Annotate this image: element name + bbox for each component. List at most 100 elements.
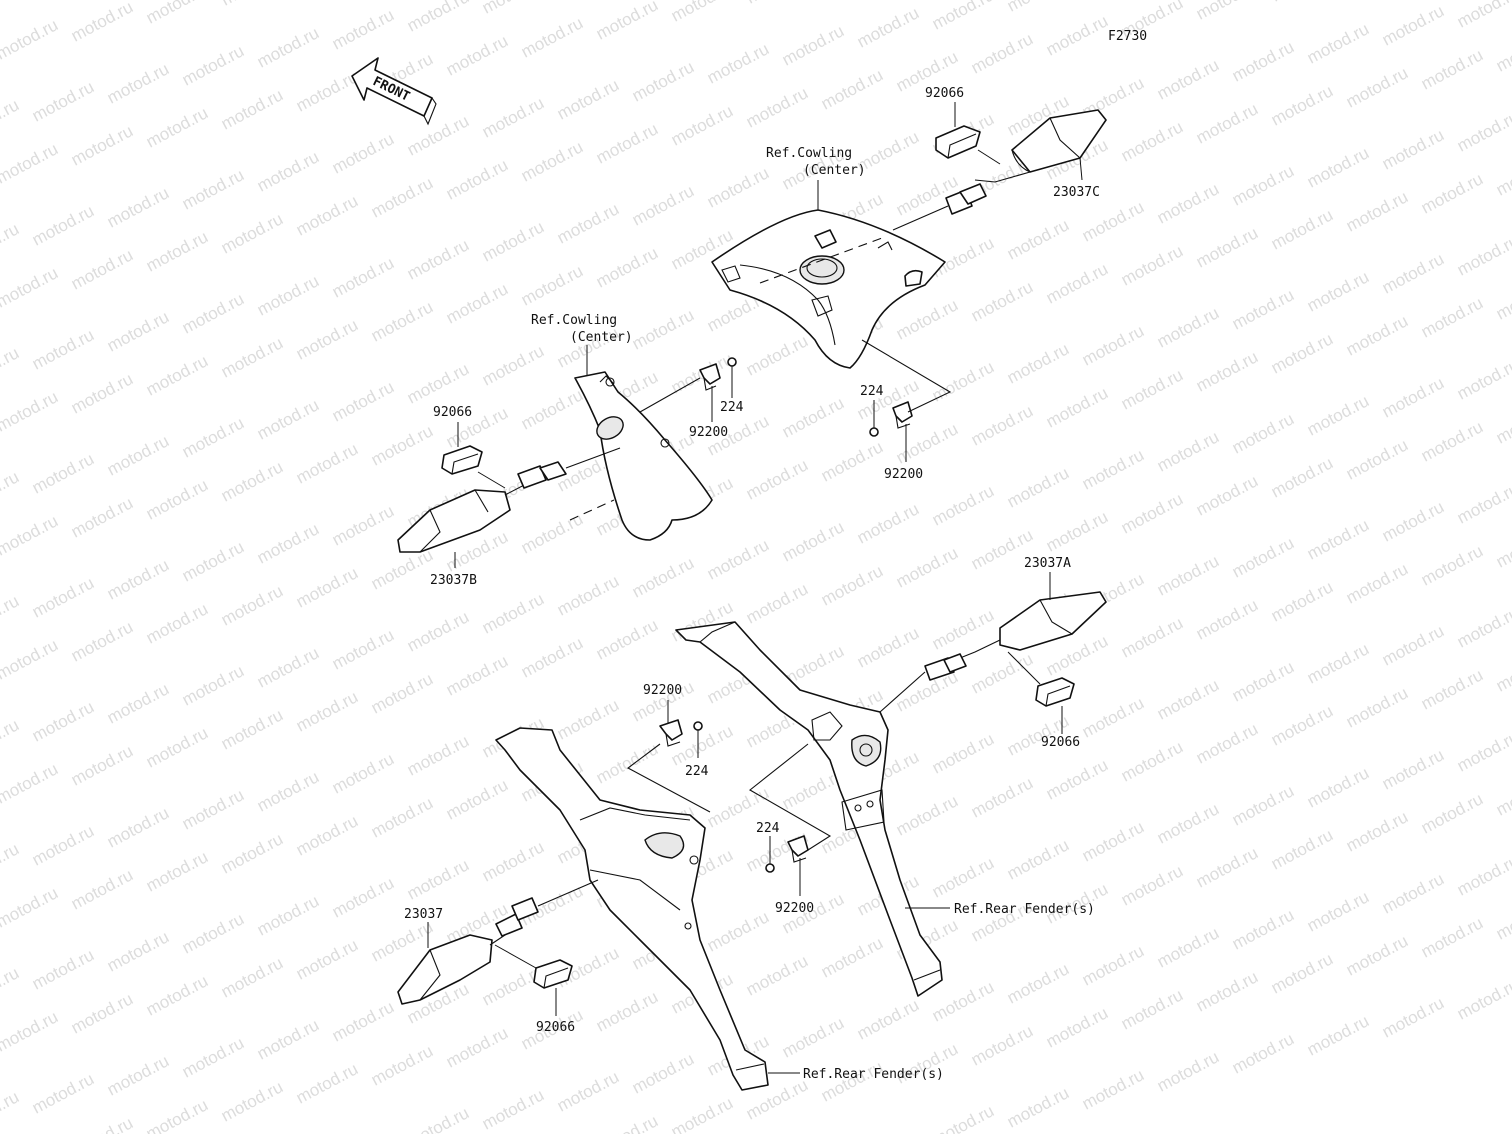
callout-23037B: 23037B <box>430 573 477 588</box>
watermark-text: motod.ru <box>0 343 22 391</box>
watermark-text: motod.ru <box>1268 329 1336 377</box>
turn-signal-23037C <box>945 109 1107 215</box>
watermark-text: motod.ru <box>1229 1029 1297 1077</box>
watermark-text: motod.ru <box>368 173 436 221</box>
watermark-text: motod.ru <box>593 243 661 291</box>
watermark-text: motod.ru <box>1043 11 1111 59</box>
watermark-text: motod.ru <box>1229 161 1297 209</box>
clip-92200-mid-left <box>699 363 721 391</box>
cowling-center-left <box>574 371 713 541</box>
watermark-text: motod.ru <box>104 431 172 479</box>
watermark-text: motod.ru <box>1268 949 1336 997</box>
watermark-text: motod.ru <box>1418 665 1486 713</box>
watermark-text: motod.ru <box>368 1041 436 1089</box>
watermark-text: motod.ru <box>404 1103 472 1134</box>
watermark-text: motod.ru <box>668 0 736 26</box>
ref-fender-right: Ref.Rear Fender(s) <box>954 902 1095 917</box>
watermark-text: motod.ru <box>1343 559 1411 607</box>
watermark-text: motod.ru <box>0 1007 61 1055</box>
watermark-text: motod.ru <box>179 537 247 585</box>
watermark-text: motod.ru <box>629 1049 697 1097</box>
watermark-text: motod.ru <box>593 615 661 663</box>
watermark-text: motod.ru <box>179 165 247 213</box>
watermark-text: motod.ru <box>1379 497 1447 545</box>
callout-92066-left: 92066 <box>433 405 472 420</box>
watermark-text: motod.ru <box>1043 1003 1111 1051</box>
screw-224-mid-left <box>727 357 737 367</box>
watermark-text: motod.ru <box>68 369 136 417</box>
watermark-text: motod.ru <box>1229 781 1297 829</box>
watermark-text: motod.ru <box>1079 941 1147 989</box>
watermark-text: motod.ru <box>1493 399 1512 447</box>
watermark-text: motod.ru <box>104 555 172 603</box>
callout-92066-bottom: 92066 <box>536 1020 575 1035</box>
watermark-text: motod.ru <box>554 695 622 743</box>
watermark-text: motod.ru <box>1193 967 1261 1015</box>
watermark-text: motod.ru <box>1343 187 1411 235</box>
watermark-text: motod.ru <box>818 933 886 981</box>
watermark-text: motod.ru <box>404 111 472 159</box>
clip-92200-low-left <box>659 719 683 747</box>
watermark-text: motod.ru <box>368 421 436 469</box>
watermark-text: motod.ru <box>1304 19 1372 67</box>
watermark-text: motod.ru <box>668 101 736 149</box>
watermark-text: motod.ru <box>329 253 397 301</box>
diagram-id: F2730 <box>1108 29 1147 44</box>
watermark-text: motod.ru <box>1379 869 1447 917</box>
watermark-text: motod.ru <box>479 0 547 18</box>
watermark-text: motod.ru <box>518 509 586 557</box>
watermark-text: motod.ru <box>1154 923 1222 971</box>
watermark-text: motod.ru <box>1454 479 1512 527</box>
watermark-text: motod.ru <box>1043 507 1111 555</box>
watermark-text: motod.ru <box>254 891 322 939</box>
watermark-text: motod.ru <box>1154 1047 1222 1095</box>
callout-224-mid-right: 224 <box>860 384 884 399</box>
watermark-text: motod.ru <box>1118 613 1186 661</box>
watermark-text: motod.ru <box>1043 259 1111 307</box>
watermark-text: motod.ru <box>1343 435 1411 483</box>
watermark-text: motod.ru <box>68 493 136 541</box>
watermark-text: motod.ru <box>293 191 361 239</box>
watermark-text: motod.ru <box>1154 675 1222 723</box>
watermark-text: motod.ru <box>929 0 997 34</box>
watermark-text: motod.ru <box>593 119 661 167</box>
ref-cowling-top-line1: Ref.Cowling <box>766 146 852 161</box>
watermark-text: motod.ru <box>854 995 922 1043</box>
watermark-text: motod.ru <box>1004 835 1072 883</box>
watermark-text: motod.ru <box>0 591 22 639</box>
callout-92200-mid-right: 92200 <box>884 467 923 482</box>
watermark-text: motod.ru <box>743 951 811 999</box>
watermark-text: motod.ru <box>1079 321 1147 369</box>
watermark-text: motod.ru <box>404 607 472 655</box>
watermark-text: motod.ru <box>1418 45 1486 93</box>
watermark-text: motod.ru <box>1193 0 1261 24</box>
watermark-text: motod.ru <box>254 271 322 319</box>
watermark-text: motod.ru <box>968 1021 1036 1069</box>
watermark-text: motod.ru <box>1043 383 1111 431</box>
watermark-text: motod.ru <box>629 57 697 105</box>
watermark-text: motod.ru <box>1418 789 1486 837</box>
watermark-text: motod.ru <box>0 883 61 931</box>
watermark-text: motod.ru <box>1004 339 1072 387</box>
watermark-text: motod.ru <box>293 67 361 115</box>
watermark-text: motod.ru <box>143 0 211 28</box>
watermark-text: motod.ru <box>218 705 286 753</box>
watermark-text: motod.ru <box>143 723 211 771</box>
watermark-text: motod.ru <box>743 83 811 131</box>
watermark-text: motod.ru <box>1118 117 1186 165</box>
ref-fender-bottom: Ref.Rear Fender(s) <box>803 1067 944 1082</box>
watermark-text: motod.ru <box>554 1067 622 1115</box>
watermark-text: motod.ru <box>179 1033 247 1081</box>
connector-92066-right <box>1035 677 1075 707</box>
watermark-text: motod.ru <box>104 803 172 851</box>
watermark-text: motod.ru <box>1304 887 1372 935</box>
watermark-text: motod.ru <box>1154 303 1222 351</box>
watermark-text: motod.ru <box>29 945 97 993</box>
watermark-text: motod.ru <box>1493 647 1512 695</box>
watermark-text: motod.ru <box>443 155 511 203</box>
watermark-text: motod.ru <box>143 599 211 647</box>
watermark-text: motod.ru <box>0 759 61 807</box>
watermark-text: motod.ru <box>29 449 97 497</box>
watermark-text: motod.ru <box>1454 727 1512 775</box>
